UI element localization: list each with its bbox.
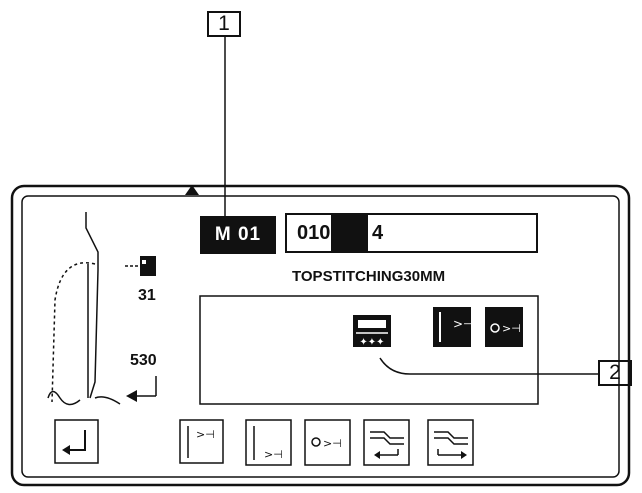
stitch-back-button-icon <box>363 419 410 466</box>
end-seam-value: 530 <box>130 352 157 369</box>
stitch-forward-button-icon <box>427 419 474 466</box>
program-number-left: 010 <box>297 222 331 244</box>
status-area <box>199 295 539 405</box>
start-seam-marker <box>125 256 156 276</box>
svg-text:>⊣: >⊣ <box>502 322 521 335</box>
triangle-marker <box>185 185 199 195</box>
thread-clamp-icon: >⊣ <box>485 307 523 347</box>
program-number-field[interactable]: 010 <box>285 213 538 253</box>
panel-outer-frame <box>10 184 631 487</box>
svg-text:>⊣: >⊣ <box>323 437 342 450</box>
callout-2: 2 <box>598 360 632 386</box>
presser-foot-icon: ✦✦✦ <box>353 315 391 348</box>
program-number-right: 4 <box>372 222 384 244</box>
input-cursor <box>331 213 368 253</box>
end-seam-arrow <box>126 376 157 402</box>
panel-inner-frame <box>21 195 620 478</box>
program-name: TOPSTITCHING30MM <box>292 268 446 285</box>
thread-cutter-icon: >⊣ <box>433 307 474 347</box>
program-label: M 01 <box>200 216 276 254</box>
start-seam-value: 31 <box>138 287 156 304</box>
callout-1: 1 <box>207 11 241 37</box>
enter-button-icon <box>54 419 99 464</box>
svg-text:✦✦✦: ✦✦✦ <box>359 337 384 348</box>
thread-cutter-low-button-icon: >⊣ <box>245 419 292 466</box>
svg-text:>⊣: >⊣ <box>196 428 215 441</box>
garment-outline <box>47 212 121 406</box>
thread-clamp-button-icon: >⊣ <box>304 419 351 466</box>
svg-text:>⊣: >⊣ <box>453 317 474 331</box>
svg-text:>⊣: >⊣ <box>264 448 283 461</box>
thread-cutter-button-icon: >⊣ <box>179 419 224 464</box>
callout-2-leader <box>379 357 598 375</box>
